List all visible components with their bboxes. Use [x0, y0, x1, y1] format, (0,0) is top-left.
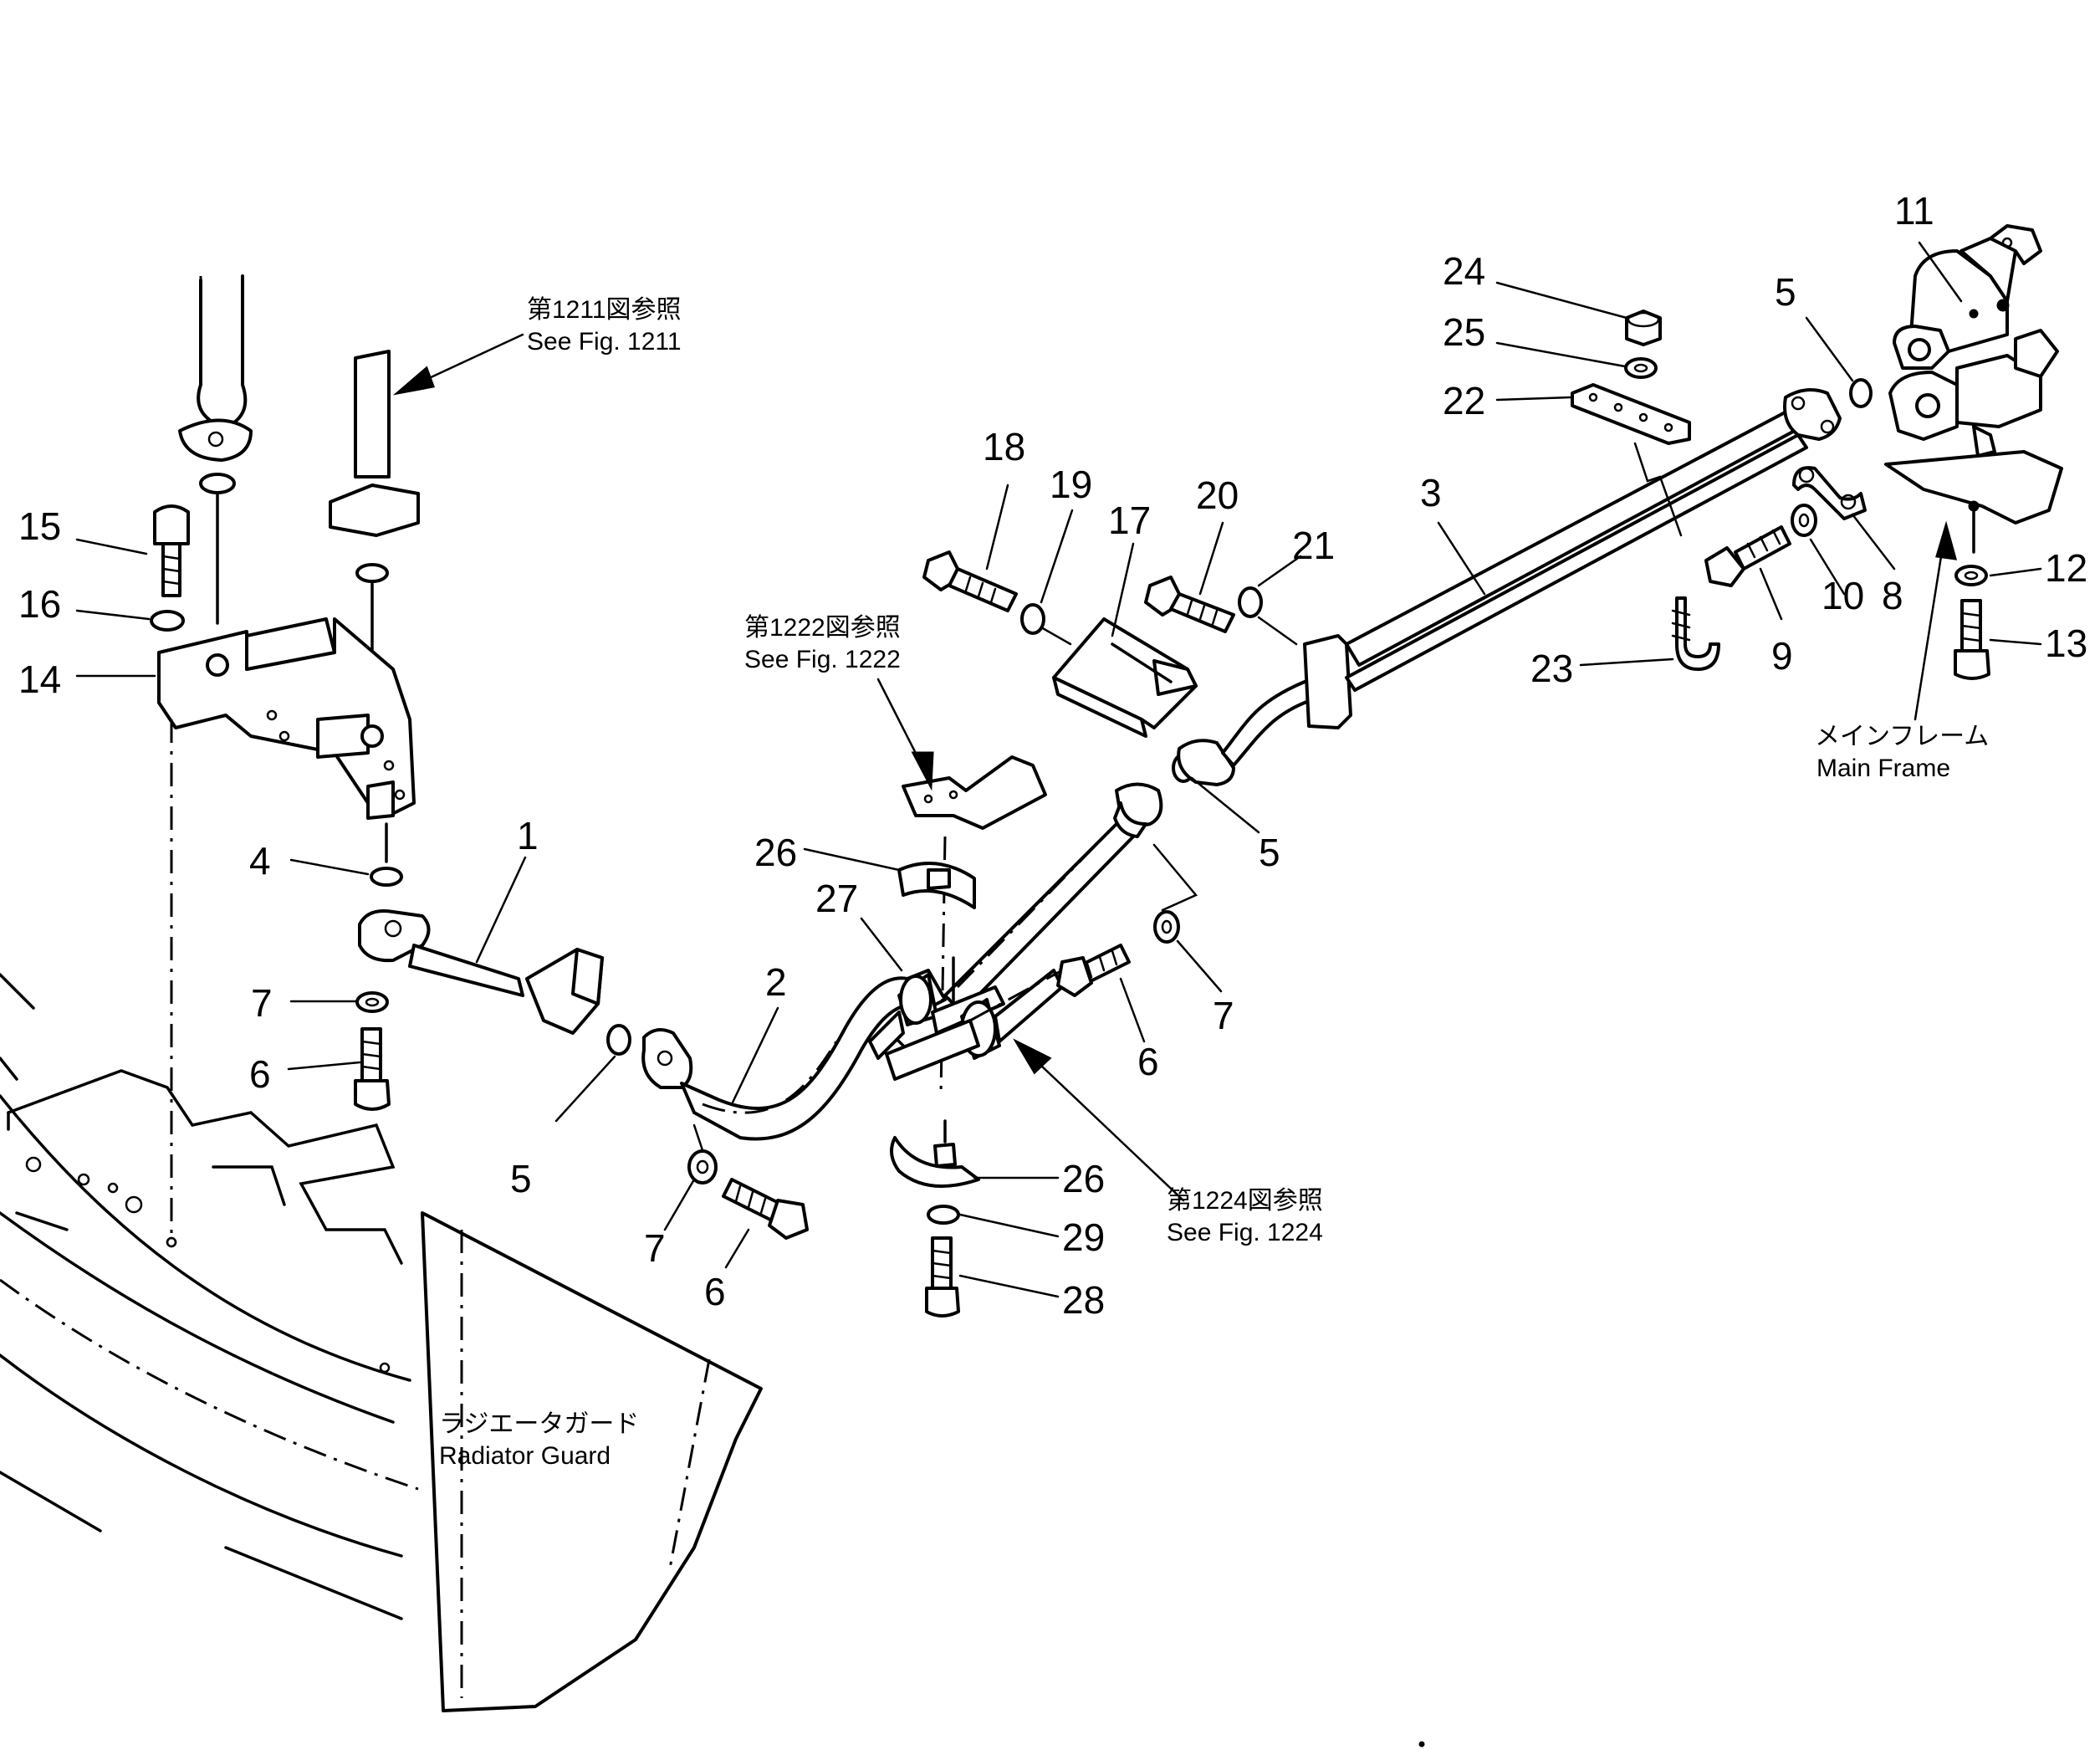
bolt-13-drawing — [1954, 599, 1990, 680]
callout-26-top: 26 — [754, 831, 797, 874]
bracket-17-drawing — [1052, 617, 1198, 738]
callout-10: 10 — [1822, 574, 1864, 617]
ref-fig1211-jp: 第1211図参照 — [527, 296, 682, 324]
washer-10-drawing — [1791, 504, 1817, 537]
bracket-14-drawing — [157, 617, 416, 1248]
tube-1-drawing — [358, 909, 604, 1035]
callout-6-right: 6 — [1137, 1040, 1159, 1083]
bolt-15-drawing — [153, 504, 190, 597]
valve-11-drawing — [1888, 224, 2059, 504]
clamp-fig1224-drawing — [885, 956, 1064, 1081]
callout-5-right: 5 — [1775, 270, 1796, 314]
callout-8: 8 — [1882, 574, 1903, 617]
washer-16-drawing — [150, 610, 185, 632]
ref-fig1224-jp: 第1224図参照 — [1167, 1187, 1323, 1215]
callout-6-left: 6 — [249, 1052, 271, 1096]
main-frame-plate-drawing — [1884, 450, 2063, 554]
washer-19-drawing — [1020, 603, 1072, 646]
callout-1: 1 — [517, 814, 539, 857]
stray-dot — [1418, 1741, 1425, 1747]
callout-25: 25 — [1443, 310, 1485, 354]
washer-25-drawing — [1624, 357, 1658, 379]
callout-13: 13 — [2045, 622, 2087, 665]
callout-22: 22 — [1443, 379, 1485, 422]
ref-fig1222-jp: 第1222図参照 — [744, 614, 901, 642]
upper-steering-column-right — [329, 350, 420, 537]
bolt-18-drawing — [922, 550, 1018, 612]
callout-7-right: 7 — [1213, 994, 1234, 1037]
callout-28: 28 — [1062, 1278, 1105, 1322]
callout-11: 11 — [1894, 189, 1934, 233]
radiator-guard-drawing — [0, 973, 763, 1712]
callout-5-left: 5 — [510, 1157, 532, 1200]
callout-29: 29 — [1062, 1215, 1105, 1259]
leader-lines — [75, 241, 2042, 1298]
bolt-9-drawing — [1704, 525, 1791, 587]
callout-7-bottom: 7 — [644, 1226, 666, 1270]
washer-7a-drawing — [355, 991, 389, 1013]
callout-16: 16 — [18, 582, 61, 626]
callout-6-bottom: 6 — [704, 1270, 726, 1313]
callout-17: 17 — [1108, 499, 1151, 542]
callout-4: 4 — [249, 839, 271, 883]
ref-fig1222-en: See Fig. 1222 — [744, 646, 901, 673]
radiator-guard-en: Radiator Guard — [439, 1442, 611, 1470]
callout-20: 20 — [1196, 473, 1239, 517]
main-frame-en: Main Frame — [1816, 755, 1950, 782]
bolt-6b-drawing — [722, 1178, 809, 1240]
bolt-28-drawing — [925, 1236, 960, 1318]
clamp-26b-drawing — [890, 1119, 980, 1188]
callout-9: 9 — [1771, 634, 1793, 678]
ref-fig1224-en: See Fig. 1224 — [1167, 1219, 1323, 1246]
washer-7c-drawing — [1152, 843, 1198, 944]
bolt-6a-drawing — [354, 1027, 391, 1111]
callout-7-left: 7 — [251, 981, 273, 1025]
radiator-guard-jp: ラジエータガード — [439, 1410, 639, 1438]
callout-18: 18 — [983, 425, 1025, 468]
bolt-6c-drawing — [1056, 944, 1131, 997]
u-bolt-23-drawing — [1671, 596, 1720, 671]
callout-2: 2 — [765, 960, 787, 1004]
washer-12-drawing — [1954, 565, 1988, 586]
callout-3: 3 — [1420, 471, 1442, 514]
o-ring-5a-drawing — [554, 1024, 631, 1123]
callout-24: 24 — [1443, 249, 1485, 293]
washer-29-drawing — [927, 1205, 960, 1225]
main-frame-jp: メインフレーム — [1815, 723, 1989, 750]
bolt-20-drawing — [1144, 576, 1235, 633]
callout-27: 27 — [815, 877, 858, 920]
snap-ring-upper-left — [199, 473, 236, 625]
callout-26-bottom: 26 — [1062, 1157, 1105, 1200]
bracket-fig1222-drawing — [902, 755, 1047, 1097]
callout-19: 19 — [1050, 463, 1092, 506]
callout-12: 12 — [2045, 546, 2087, 590]
tube-3-drawing — [1177, 388, 1842, 786]
callout-21: 21 — [1292, 524, 1335, 567]
nut-24-drawing — [1625, 310, 1662, 346]
ref-fig1211-en: See Fig. 1211 — [527, 328, 682, 356]
reference-arrows — [392, 333, 1958, 1202]
callout-numbers: 11 5 24 25 22 3 18 19 17 20 21 10 8 9 23… — [18, 189, 2087, 1322]
washer-7b-drawing — [687, 1123, 718, 1185]
washer-21-drawing — [1238, 586, 1298, 646]
plate-22-drawing — [1571, 383, 1691, 537]
callout-23: 23 — [1530, 647, 1573, 690]
callout-5-middle: 5 — [1259, 831, 1280, 874]
upper-steering-column-left — [178, 274, 253, 462]
clamp-26a-drawing — [897, 862, 976, 909]
callout-15: 15 — [18, 504, 61, 548]
o-ring-4-drawing — [370, 867, 403, 887]
clamp-8-drawing — [1792, 466, 1867, 520]
callout-14: 14 — [18, 658, 61, 701]
